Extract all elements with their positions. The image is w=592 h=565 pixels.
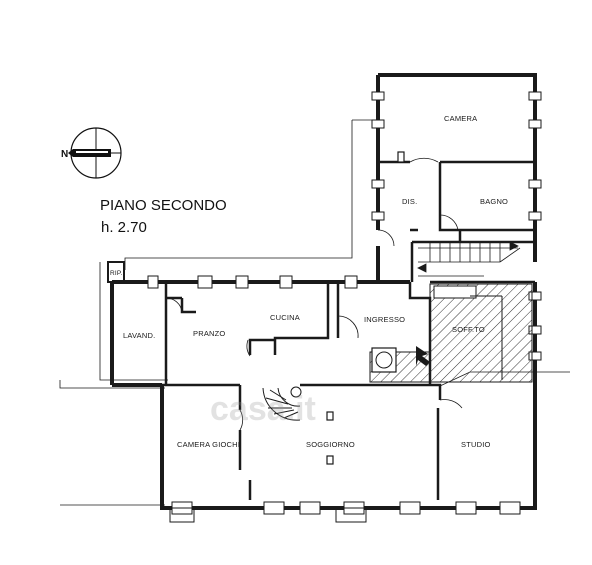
- room-label-studio: STUDIO: [461, 440, 491, 449]
- room-label-pranzo: PRANZO: [193, 329, 225, 338]
- soffitto-hatched-area: [369, 283, 533, 383]
- room-label-rip: RIP.: [110, 270, 123, 277]
- plan-height-label: h. 2.70: [101, 219, 147, 236]
- room-label-cucina: CUCINA: [270, 313, 300, 322]
- balconies: [169, 507, 367, 523]
- entry-arrow-icon: [371, 346, 430, 373]
- watermark-text: casa.it: [210, 390, 316, 428]
- room-label-dis: DIS.: [402, 197, 417, 206]
- room-label-camera: CAMERA: [444, 114, 477, 123]
- north-label: N: [61, 149, 68, 160]
- windows: [147, 91, 542, 515]
- room-label-ingresso: INGRESSO: [364, 315, 405, 324]
- columns: [326, 151, 405, 465]
- room-label-bagno: BAGNO: [480, 197, 508, 206]
- north-arrow-icon: [68, 127, 122, 179]
- stair-run: [417, 241, 521, 277]
- door-swings: [165, 157, 463, 431]
- exterior-walls: [110, 73, 537, 510]
- interior-walls: [107, 160, 535, 500]
- room-label-camera-giochi: CAMERA GIOCHI: [177, 440, 240, 449]
- room-label-lavand: LAVAND.: [123, 331, 155, 340]
- room-label-soffitto: SOFF.TO: [452, 325, 485, 334]
- room-label-soggiorno: SOGGIORNO: [306, 440, 355, 449]
- plan-title: PIANO SECONDO: [100, 197, 227, 214]
- spiral-staircase: [262, 386, 302, 421]
